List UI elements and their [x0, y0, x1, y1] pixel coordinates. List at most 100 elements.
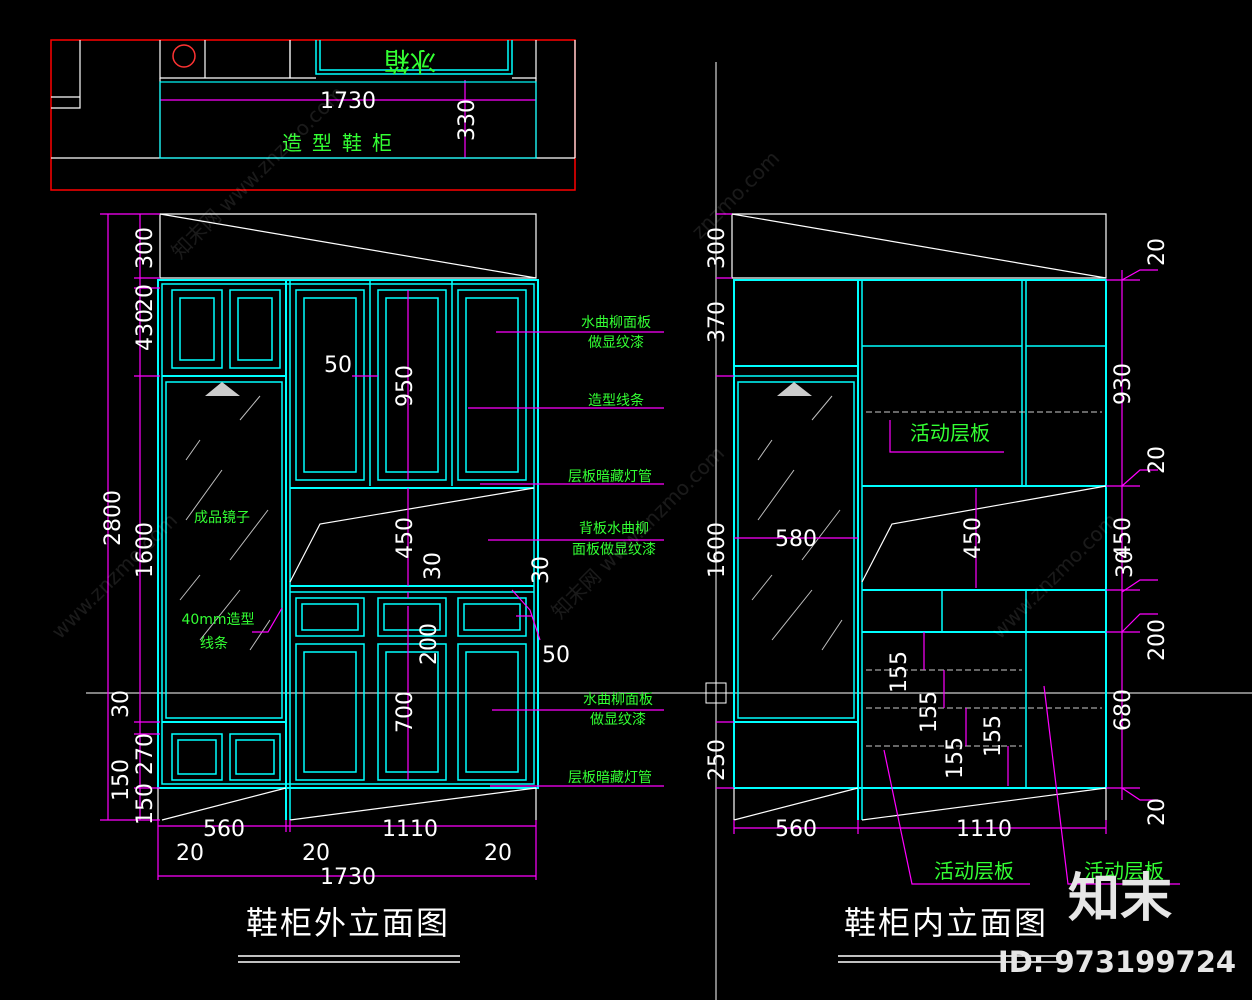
- outer-dim-150a: 150: [109, 759, 134, 801]
- inner-dim-250: 250: [705, 739, 730, 781]
- outer-carcass: [157, 279, 539, 789]
- inner-dim-155d: 155: [981, 715, 1006, 757]
- moulding-label-1: 40mm造型: [181, 612, 254, 628]
- outer-plinth: [157, 787, 537, 821]
- watermark-1: 知末网 www.znzmo.com: [167, 81, 349, 263]
- outer-note-4b: 面板做显纹漆: [572, 542, 656, 558]
- outer-dim-20a: 20: [176, 841, 204, 866]
- inner-shelf-dim-lines: [923, 632, 1009, 786]
- outer-bottom-dim-lines: [157, 820, 537, 880]
- mirror-label: 成品镜子: [194, 510, 250, 526]
- inner-dim-450r: 450: [1111, 517, 1136, 559]
- brand-id: ID: 973199724: [998, 945, 1236, 979]
- outer-dim-450: 450: [393, 517, 418, 559]
- guide-crosshair: [705, 682, 727, 704]
- outer-drawer-1-panel: [301, 603, 359, 631]
- outer-door-ll-1-panel: [177, 739, 217, 775]
- inner-dim-20b: 20: [1145, 446, 1170, 474]
- outer-title: 鞋柜外立面图: [246, 904, 450, 942]
- inner-plinth: [733, 787, 1107, 821]
- outer-door-lower-3: [457, 643, 527, 781]
- inner-dim-580: 580: [775, 527, 817, 552]
- inner-shelf-leaders: [883, 685, 1180, 885]
- outer-door-ll-1: [171, 733, 223, 781]
- inner-mirror-ornament-icon: [777, 382, 812, 396]
- outer-door-lower-2-panel: [385, 651, 439, 773]
- outer-note-3: 层板暗藏灯管: [568, 469, 652, 485]
- outer-inner-dim-lines: [352, 290, 409, 780]
- outer-dim-20c: 20: [484, 841, 512, 866]
- outer-dim-1110: 1110: [382, 817, 438, 842]
- outer-dim-50: 50: [324, 353, 352, 378]
- inner-dim-450: 450: [961, 517, 986, 559]
- inner-dim-680: 680: [1111, 689, 1136, 731]
- inner-dim-155a: 155: [887, 651, 912, 693]
- plan-depth-dim: 330: [455, 99, 480, 141]
- outer-niche-perspective: [289, 487, 535, 583]
- mirror-frame: [165, 381, 283, 719]
- outer-top-diagonal: [159, 213, 537, 279]
- outer-dim-20: 20: [133, 284, 158, 312]
- outer-dim-2800: 2800: [101, 490, 126, 546]
- plan-width-dim: 1730: [320, 89, 376, 114]
- inner-dim-20c: 20: [1145, 798, 1170, 826]
- outer-door-ul-1: [171, 289, 223, 369]
- inner-left-dim-ticks: [716, 213, 734, 789]
- outer-door-lower-1: [295, 643, 365, 781]
- outer-dim-270: 270: [133, 733, 158, 775]
- fridge-outline: [315, 40, 513, 75]
- outer-door-upper-1-panel: [303, 297, 357, 473]
- outer-door-upper-3-panel: [465, 297, 519, 473]
- watermark-4: znzmo.com: [687, 146, 785, 244]
- watermark-5: www.znzmo.com: [987, 508, 1123, 644]
- inner-dim-20a: 20: [1145, 238, 1170, 266]
- inner-title-underline: [838, 955, 1060, 963]
- outer-drawer-1: [295, 597, 365, 637]
- outer-dim-50b: 50: [542, 643, 570, 668]
- outer-drawer-2: [377, 597, 447, 637]
- outer-note-leaders: [468, 331, 664, 787]
- outer-drawer-3: [457, 597, 527, 637]
- outer-door-lower-2: [377, 643, 447, 781]
- outer-drawer-2-panel: [383, 603, 441, 631]
- outer-dim-430: 430: [133, 309, 158, 351]
- outer-door-lower-1-panel: [303, 651, 357, 773]
- outer-left-dim-ticks: [100, 213, 160, 821]
- moulding-label-2: 线条: [200, 635, 228, 652]
- outer-dim-30: 30: [109, 690, 134, 718]
- outer-dim-1730: 1730: [320, 865, 376, 890]
- outer-door-upper-2: [377, 289, 447, 481]
- outer-note-5b: 做显纹漆: [590, 712, 646, 728]
- mirror-glare: [179, 395, 271, 651]
- outer-dim-20b: 20: [302, 841, 330, 866]
- outer-dim-300: 300: [133, 227, 158, 269]
- brand-logo: 知末: [1068, 869, 1172, 929]
- outer-dim-30a: 30: [421, 552, 446, 580]
- inner-shelf-label-1: 活动层板: [910, 421, 990, 445]
- outer-drawer-3-panel: [463, 603, 521, 631]
- inner-drawer-dividers: [941, 590, 1027, 632]
- inner-shelf-label-3: 活动层板: [1084, 859, 1164, 883]
- outer-door-ll-2-panel: [235, 739, 275, 775]
- outer-title-underline: [238, 955, 460, 963]
- moulding-leader: [252, 607, 283, 633]
- outer-dim-560: 560: [203, 817, 245, 842]
- outer-note-2: 造型线条: [588, 392, 644, 409]
- outer-elevation: 300 20 430 2800 1600 30 270 150 150 50 9…: [100, 213, 664, 963]
- inner-shelf-leader-1: [889, 420, 1004, 453]
- inner-dim-200: 200: [1145, 619, 1170, 661]
- outer-door-upper-2-panel: [385, 297, 439, 473]
- outer-note-1b: 做显纹漆: [588, 335, 644, 351]
- inner-carcass: [733, 279, 1107, 789]
- outer-door-ul-2-panel: [237, 297, 273, 361]
- inner-dim-300: 300: [705, 227, 730, 269]
- inner-dim-30: 30: [1113, 550, 1138, 578]
- outer-dim-50b-leader: [511, 589, 541, 641]
- inner-mirror-frame: [737, 381, 855, 719]
- outer-door-upper-3: [457, 289, 527, 481]
- brand: 知末 ID: 973199724: [998, 869, 1236, 979]
- plan-wall-left: [51, 40, 81, 109]
- outer-note-5a: 水曲柳面板: [583, 691, 653, 708]
- inner-bottom-dim-lines: [733, 820, 1107, 834]
